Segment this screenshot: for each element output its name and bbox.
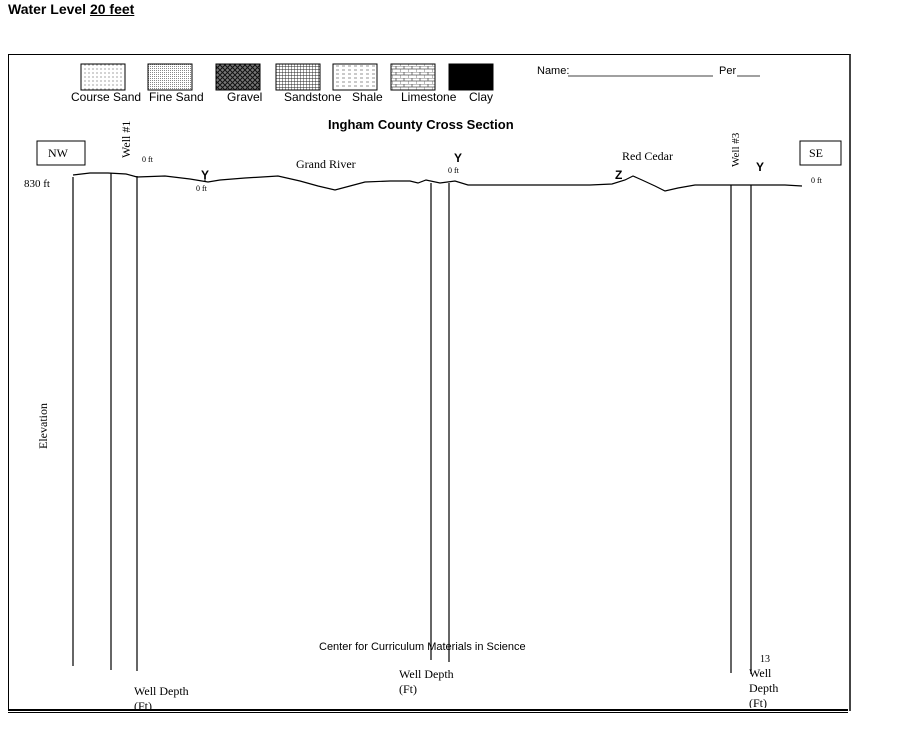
z-marker: Z: [615, 168, 623, 182]
legend-swatch-shale: [332, 63, 378, 91]
well3-depth-label-3: (Ft): [749, 696, 767, 708]
legend-label-sandstone: Sandstone: [284, 90, 342, 104]
well3-right-depth: 0 ft: [811, 176, 822, 185]
well1-marker-depth: 0 ft: [196, 184, 207, 193]
elevation-830-label: 830 ft: [24, 178, 50, 190]
nw-label: NW: [48, 146, 68, 160]
legend-swatch-sandstone: [275, 63, 321, 91]
name-field-label: Name:: [537, 65, 570, 77]
bottom-rule: [8, 709, 848, 711]
well1-depth-unit: (Ft): [134, 699, 152, 709]
well2-depth-unit: (Ft): [399, 682, 417, 696]
well1-top-depth: 0 ft: [142, 155, 153, 164]
footer-credit: Center for Curriculum Materials in Scien…: [319, 641, 526, 653]
bottom-rule-thin: [8, 712, 848, 713]
legend-label-course-sand: Course Sand: [71, 90, 142, 104]
grand-river-label: Grand River: [296, 157, 356, 171]
well3-label: Well #3: [730, 132, 742, 167]
legend-swatch-limestone: [390, 63, 436, 91]
diagram-title: Ingham County Cross Section: [328, 117, 514, 132]
well3-water-marker: Y: [756, 160, 765, 174]
water-level-heading: Water Level 20 feet: [8, 1, 134, 17]
well2-depth-label: Well Depth: [399, 667, 454, 681]
red-cedar-label: Red Cedar: [622, 149, 673, 163]
water-level-label: Water Level: [8, 1, 87, 17]
well1-label: Well #1: [119, 120, 133, 158]
nw-box: [36, 140, 86, 166]
legend-label-shale: Shale: [352, 90, 383, 104]
legend-label-fine-sand: Fine Sand: [149, 90, 204, 104]
legend-swatch-gravel: [215, 63, 261, 91]
well1-depth-label: Well Depth: [134, 684, 189, 698]
se-box: [799, 140, 842, 166]
water-level-value: 20 feet: [89, 1, 135, 17]
legend-swatch-fine-sand: [147, 63, 193, 91]
legend-swatch-clay: [448, 63, 494, 91]
well3-depth-number: 13: [760, 654, 770, 662]
well3-depth-label-2: Depth: [749, 681, 779, 695]
se-label: SE: [809, 146, 824, 160]
legend-label-limestone: Limestone: [401, 90, 457, 104]
per-field-label: Per: [719, 65, 737, 77]
well2-marker-depth: 0 ft: [448, 166, 459, 175]
well2-water-marker: Y: [454, 151, 463, 165]
elevation-axis-label: Elevation: [36, 403, 50, 449]
well3-depth-label-1: Well: [749, 666, 772, 680]
well1-water-marker: Y: [201, 168, 210, 182]
ground-surface-line: [72, 172, 803, 192]
legend-swatch-course-sand: [80, 63, 126, 91]
legend-label-gravel: Gravel: [227, 90, 263, 104]
legend-label-clay: Clay: [469, 90, 494, 104]
worksheet-frame: [8, 54, 851, 711]
